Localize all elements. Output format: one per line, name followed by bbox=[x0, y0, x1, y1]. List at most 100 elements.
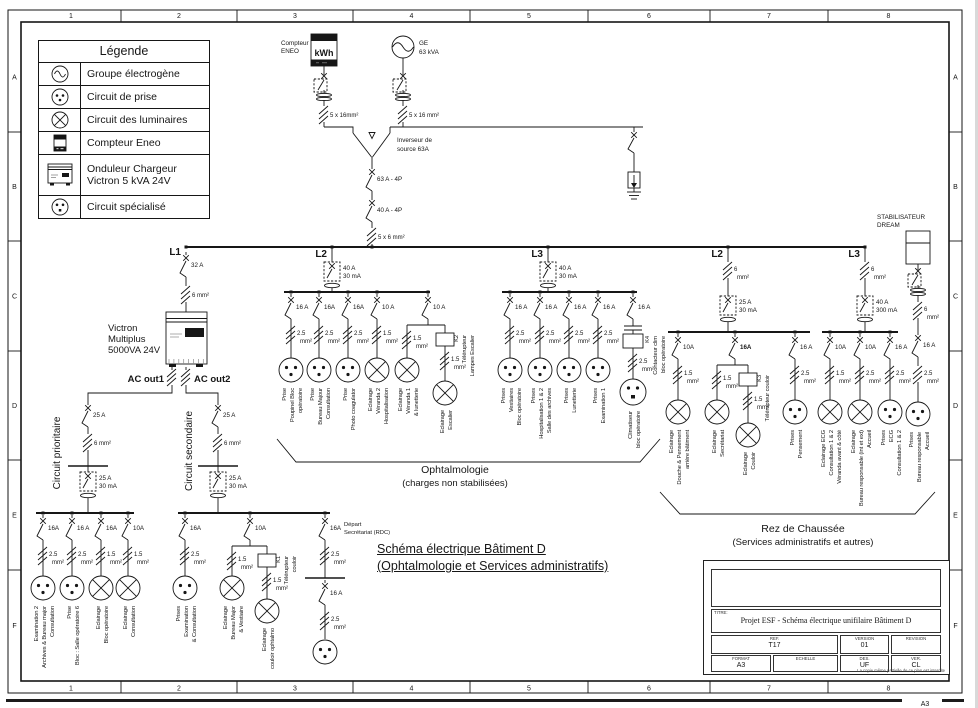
main-bus bbox=[186, 245, 865, 249]
circuit-label-line: Eclairage bbox=[368, 388, 374, 411]
breaker-symbol: 16 A bbox=[318, 580, 343, 606]
breaker-symbol: 10A bbox=[121, 515, 145, 541]
light-icon bbox=[219, 575, 245, 601]
circuit-label-line: Bureau Major bbox=[231, 606, 237, 640]
cable-size: 2.5 bbox=[801, 371, 810, 377]
circuit-label-line: K4 bbox=[645, 335, 651, 343]
circuit-label-line: Véranda 1 bbox=[406, 388, 412, 414]
tb-field-ver: VER. CL bbox=[891, 655, 941, 672]
isolator-breaker-symbol bbox=[907, 267, 926, 297]
circuit-label-line: Accueil bbox=[925, 432, 931, 450]
breaker-rating: 10A bbox=[683, 344, 695, 351]
cable-size: 1.5 bbox=[684, 371, 693, 377]
socket-icon bbox=[527, 357, 553, 383]
breaker-rating: 16 A bbox=[330, 590, 343, 597]
rcd-symbol: 40 A30 mA bbox=[323, 261, 362, 289]
breaker-symbol: 16 A bbox=[284, 294, 309, 320]
cable-size: 2.5 bbox=[325, 331, 334, 337]
grid-column-label: 8 bbox=[887, 13, 891, 20]
meter-icon bbox=[39, 132, 81, 154]
scan-edge-right bbox=[975, 0, 978, 708]
cable-size: 1.5 bbox=[451, 357, 460, 363]
breaker-symbol: 10 A bbox=[421, 294, 446, 320]
cable-size: mm² bbox=[607, 339, 619, 345]
light-icon bbox=[735, 422, 761, 448]
cable-size: mm² bbox=[416, 344, 428, 350]
surge-arrester bbox=[627, 127, 641, 200]
circuit-label-line: Prises bbox=[909, 432, 915, 448]
socket-icon bbox=[556, 357, 582, 383]
cable-size: 2.5 bbox=[604, 331, 613, 337]
cable-size: 2.5 bbox=[191, 552, 200, 558]
cable-size: 2.5 bbox=[639, 359, 648, 365]
circuit-label-line: Secrétariat bbox=[720, 430, 726, 457]
circuit-label-line: Bureau responsable bbox=[917, 432, 923, 482]
cable-size: 2.5 bbox=[866, 371, 875, 377]
field-label: REVISION bbox=[905, 636, 927, 641]
socket-icon bbox=[905, 401, 931, 427]
circuit-label-line: Consultation bbox=[326, 388, 332, 419]
light-icon bbox=[394, 357, 420, 383]
circuit-label-line: Véranda avant & côté bbox=[837, 430, 843, 484]
cable-size: 6 mm² bbox=[224, 441, 241, 447]
socket-icon bbox=[782, 399, 808, 425]
cable-marker: 5 x 6 mm² bbox=[366, 227, 405, 247]
circuit-label-line: Consultation bbox=[50, 606, 56, 637]
breaker-symbol: 10 A bbox=[370, 294, 395, 320]
grid-row-label: C bbox=[953, 294, 958, 301]
contactor-box bbox=[622, 333, 644, 349]
grid-column-label: 8 bbox=[887, 686, 891, 693]
stabilizer-name: STABILISATEUR bbox=[877, 214, 926, 221]
breaker-symbol: 16 A bbox=[911, 332, 936, 358]
socket-icon bbox=[585, 357, 611, 383]
rcd-symbol: 25 A30 mA bbox=[209, 471, 248, 499]
ophtalmologie-bracket bbox=[276, 438, 661, 463]
grid-row-label: E bbox=[12, 513, 17, 520]
cable-marker: 6 mm² bbox=[82, 433, 111, 453]
cable-size: mm² bbox=[578, 339, 590, 345]
sheet-size-label: A3 bbox=[921, 701, 930, 708]
cable-size: 6 mm² bbox=[192, 293, 209, 299]
inverter-icon bbox=[39, 155, 81, 195]
rcd-symbol: 25 A30 mA bbox=[79, 471, 118, 499]
socket-icon bbox=[877, 399, 903, 425]
socket-icon bbox=[30, 575, 56, 601]
legend-item-label: Circuit des luminaires bbox=[87, 113, 188, 126]
circuit-label-line: Consultation bbox=[131, 606, 137, 637]
field-value: CL bbox=[911, 662, 921, 670]
rcd-rating: 40 A bbox=[343, 265, 356, 272]
circuit-label-line: Prises bbox=[176, 606, 182, 622]
meter-label: ENEO bbox=[281, 48, 299, 55]
breaker-symbol: 16 A bbox=[626, 294, 651, 320]
rcd-rating: 25 A bbox=[229, 475, 242, 482]
feeder-destination: Départ bbox=[344, 522, 362, 528]
light-icon bbox=[115, 575, 141, 601]
breaker-rating: 16 A bbox=[603, 304, 616, 311]
grid-column-label: 2 bbox=[177, 13, 181, 20]
bus-label: L3 bbox=[848, 249, 860, 260]
cable-size: mm² bbox=[328, 339, 340, 345]
legend-row: Circuit spécialisé bbox=[39, 195, 209, 218]
cable-marker: 2.5 mm² bbox=[313, 325, 340, 345]
meter-label: Compteur bbox=[281, 40, 309, 47]
grid-row-label: D bbox=[12, 403, 17, 410]
cable-size: 2.5 bbox=[297, 331, 306, 337]
special-socket-icon bbox=[619, 378, 647, 406]
light-icon bbox=[432, 380, 458, 406]
cable-size: 2.5 bbox=[516, 331, 525, 337]
cable-size: 2.5 bbox=[331, 552, 340, 558]
